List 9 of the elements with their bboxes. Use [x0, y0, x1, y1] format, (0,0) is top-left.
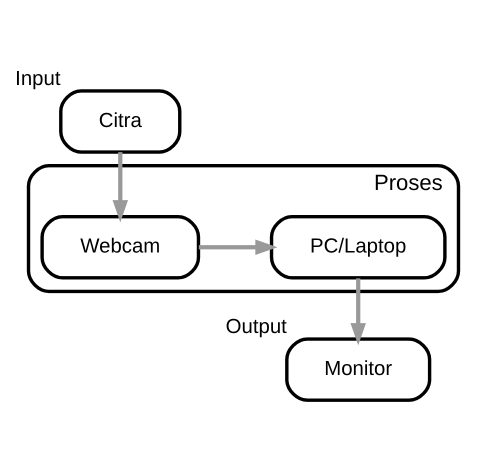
node-box: Citra	[59, 88, 182, 154]
arrow	[350, 278, 366, 345]
arrow	[198, 239, 278, 254]
arrow	[112, 152, 128, 222]
node-box: Webcam	[40, 214, 200, 280]
node-label: Input	[15, 68, 61, 90]
node-box: Monitor	[285, 336, 432, 402]
node-box: PC/Laptop	[270, 214, 447, 280]
node-label: Output	[226, 316, 287, 338]
